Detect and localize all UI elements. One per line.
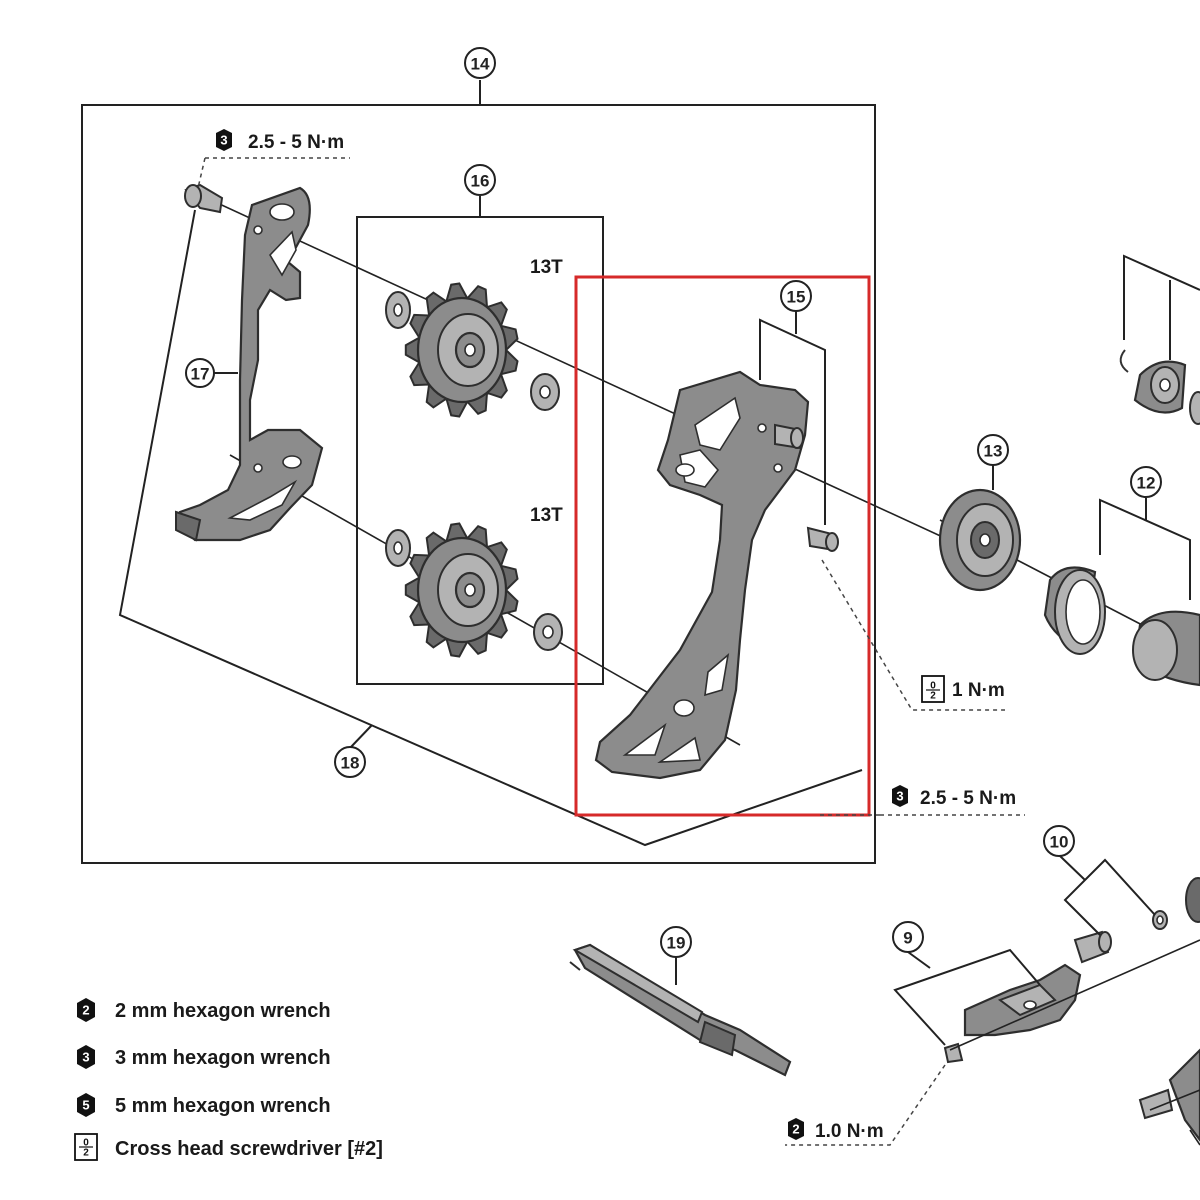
- svg-text:16: 16: [471, 172, 490, 191]
- svg-text:5: 5: [82, 1098, 89, 1113]
- svg-text:3: 3: [82, 1050, 89, 1065]
- tool-19: [569, 943, 792, 1077]
- top-right-partial-parts: [1119, 254, 1200, 425]
- highlight-box: [574, 275, 871, 817]
- cage-stop-screw: [806, 526, 839, 552]
- torque-spec-cage-bolt: 3 2.5 - 5 N·m: [820, 785, 1025, 816]
- torque-value: 2.5 - 5 N·m: [920, 788, 1016, 809]
- svg-text:13: 13: [984, 442, 1003, 461]
- callout-17: 17: [185, 358, 215, 388]
- legend-item: 0 2 Cross head screwdriver [#2]: [74, 1133, 383, 1161]
- tool-3-badge: [216, 129, 232, 151]
- svg-text:17: 17: [191, 365, 210, 384]
- spring-cover-13: [938, 488, 1022, 592]
- tool-2-badge: [788, 1118, 804, 1140]
- torque-value: 2.5 - 5 N·m: [248, 132, 344, 153]
- callout-15: 15: [780, 280, 812, 312]
- svg-text:14: 14: [471, 55, 490, 74]
- svg-text:2: 2: [930, 691, 936, 702]
- upper-pulley-13t: [385, 282, 560, 418]
- svg-text:10: 10: [1050, 833, 1069, 852]
- inner-cage-plate-15: [594, 370, 810, 780]
- assembly-14-frame: [81, 104, 876, 864]
- svg-text:2 mm hexagon wrench: 2 mm hexagon wrench: [115, 1000, 331, 1022]
- right-partial-parts: [1138, 877, 1200, 1146]
- callout-12: 12: [1130, 466, 1162, 498]
- svg-text:15: 15: [787, 288, 806, 307]
- legend-item: 2 2 mm hexagon wrench: [77, 998, 331, 1022]
- guide-bolt: [184, 183, 224, 214]
- callout-13: 13: [977, 434, 1009, 466]
- legend-item: 5 5 mm hexagon wrench: [77, 1093, 331, 1117]
- svg-text:3: 3: [896, 789, 903, 804]
- svg-text:2: 2: [83, 1148, 89, 1159]
- legend-item: 3 3 mm hexagon wrench: [77, 1045, 331, 1069]
- torque-spec-bottom-bolt: 2 1.0 N·m: [785, 1064, 946, 1146]
- upper-pulley-label: 13T: [530, 257, 563, 278]
- callout-19: 19: [660, 926, 692, 958]
- torque-spec-small-screw: 0 2 1 N·m: [821, 559, 1005, 711]
- callout-16: 16: [464, 164, 496, 196]
- svg-text:19: 19: [667, 934, 686, 953]
- torque-value: 1.0 N·m: [815, 1121, 884, 1142]
- callout-18: 18: [334, 746, 366, 778]
- callout-9: 9: [892, 921, 924, 953]
- svg-text:9: 9: [903, 929, 912, 948]
- callout-14: 14: [464, 47, 496, 79]
- svg-text:3 mm hexagon wrench: 3 mm hexagon wrench: [115, 1047, 331, 1069]
- torque-spec-guide-bolt: 3 2.5 - 5 N·m: [197, 129, 350, 189]
- lower-pulley-label: 13T: [530, 505, 563, 526]
- svg-text:0: 0: [930, 681, 936, 692]
- bushing-set-12: [1043, 566, 1200, 687]
- outer-cage-plate-17: [175, 186, 324, 542]
- torque-value: 1 N·m: [952, 680, 1005, 701]
- tool-legend: 2 2 mm hexagon wrench 3 3 mm hexagon wre…: [74, 998, 383, 1161]
- svg-text:0: 0: [83, 1138, 89, 1149]
- svg-text:Cross head screwdriver [#2]: Cross head screwdriver [#2]: [115, 1138, 383, 1160]
- pin-set-10: [1073, 910, 1168, 964]
- bracket-9: [943, 963, 1082, 1064]
- svg-text:2: 2: [82, 1003, 89, 1018]
- tool-3-badge: [892, 785, 908, 807]
- screwdriver-icon: 0 2: [74, 1133, 98, 1161]
- svg-text:18: 18: [341, 754, 360, 773]
- lower-pulley-13t: [385, 522, 563, 658]
- svg-text:5 mm hexagon wrench: 5 mm hexagon wrench: [115, 1095, 331, 1117]
- callout-10: 10: [1043, 825, 1075, 857]
- svg-text:2: 2: [792, 1122, 799, 1137]
- screwdriver-symbol: 0 2: [921, 675, 945, 703]
- svg-text:3: 3: [220, 133, 227, 148]
- svg-text:12: 12: [1137, 474, 1156, 493]
